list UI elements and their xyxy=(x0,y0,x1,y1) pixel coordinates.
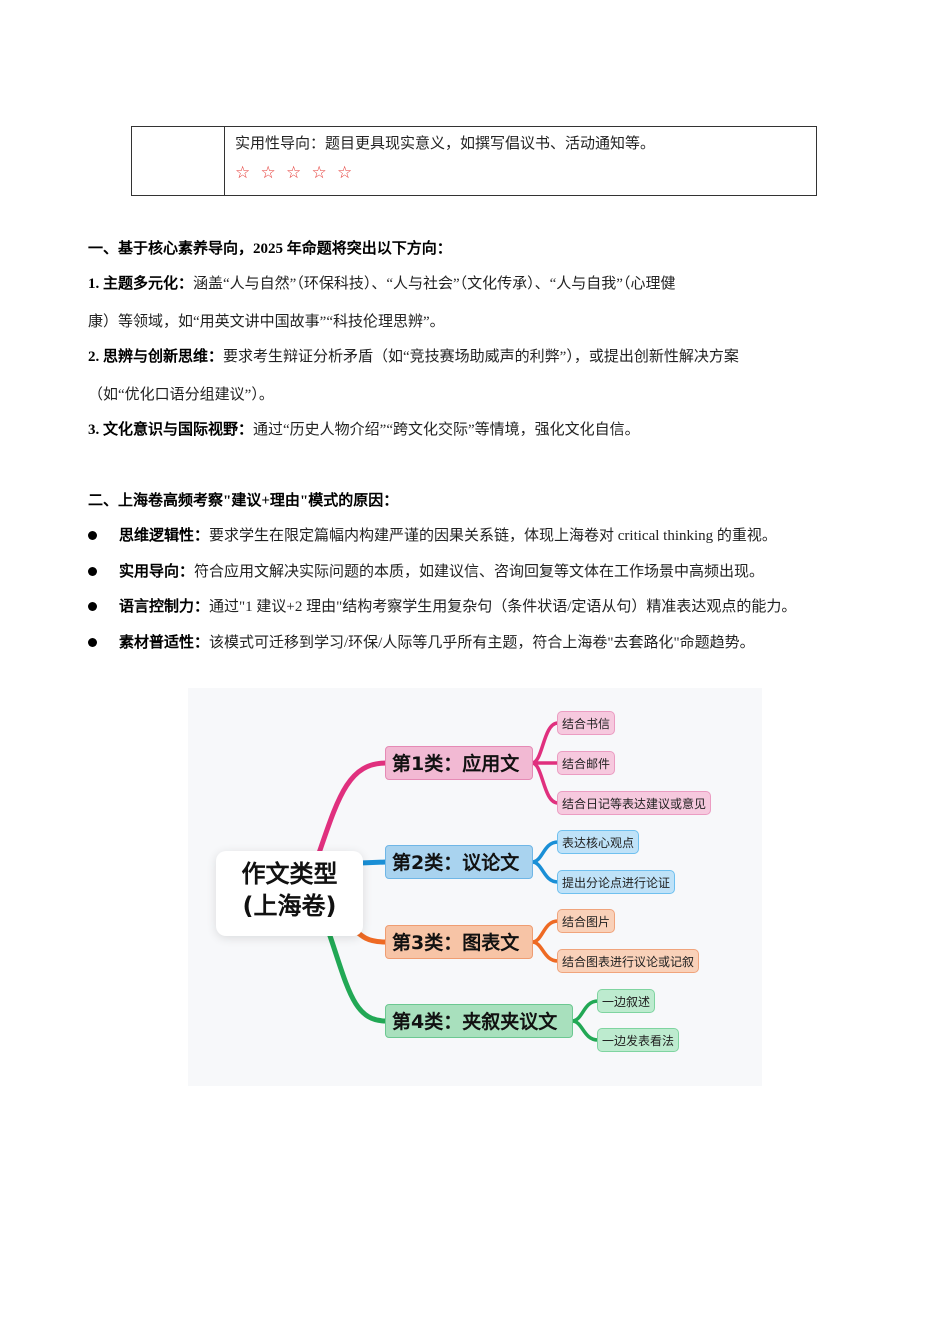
item-label: 1. 主题多元化： xyxy=(88,276,194,292)
root-title: 作文类型 xyxy=(241,860,338,888)
star-rating-icon: ☆ ☆ ☆ ☆ ☆ xyxy=(235,163,356,182)
leaf-node: 结合书信 xyxy=(557,711,616,735)
leaf-node: 结合日记等表达建议或意见 xyxy=(557,791,712,815)
item-text: 通过“历史人物介绍”“跨文化交际”等情境，强化文化自信。 xyxy=(253,422,640,438)
bullet-text: 符合应用文解决实际问题的本质，如建议信、咨询回复等文体在工作场景中高频出现。 xyxy=(194,564,765,580)
criteria-table-fragment: 实用性导向：题目更具现实意义，如撰写倡议书、活动通知等。 ☆ ☆ ☆ ☆ ☆ xyxy=(131,126,817,196)
section1-item-2-line1: 2. 思辨与创新思维：要求考生辩证分析矛盾（如“竞技赛场助威声的利弊”），或提出… xyxy=(88,345,739,366)
bullet-dot-icon xyxy=(88,531,97,541)
leaf-node: 提出分论点进行论证 xyxy=(557,870,676,894)
item-label: 2. 思辨与创新思维： xyxy=(88,349,224,365)
bullet-text: 要求学生在限定篇幅内构建严谨的因果关系链，体现上海卷对 critical thi… xyxy=(209,528,777,544)
practicality-orientation-text: 实用性导向：题目更具现实意义，如撰写倡议书、活动通知等。 xyxy=(235,136,656,152)
leaf-node: 表达核心观点 xyxy=(557,830,640,854)
item-text: 要求考生辩证分析矛盾（如“竞技赛场助威声的利弊”），或提出创新性解决方案 xyxy=(223,349,739,365)
leaf-node: 一边发表看法 xyxy=(597,1028,680,1052)
section2-heading: 二、上海卷高频考察"建议+理由"模式的原因： xyxy=(88,493,399,509)
section1-item-1-line2: 康）等领域，如“用英文讲中国故事”“科技伦理思辨”。 xyxy=(88,314,445,330)
bullet-text: 通过"1 建议+2 理由"结构考察学生用复杂句（条件状语/定语从句）精准表达观点… xyxy=(209,599,797,615)
leaf-node: 一边叙述 xyxy=(597,989,656,1013)
bullet-label: 素材普适性： xyxy=(119,635,210,651)
item-text: 涵盖“人与自然”（环保科技）、“人与社会”（文化传承）、“人与自我”（心理健 xyxy=(193,276,676,292)
leaf-node: 结合邮件 xyxy=(557,751,616,775)
bullet-label: 思维逻辑性： xyxy=(119,528,210,544)
mindmap-root-node: 作文类型 (上海卷) xyxy=(216,851,363,936)
bullet-label: 语言控制力： xyxy=(119,599,210,615)
table-empty-cell xyxy=(132,127,225,195)
bullet-dot-icon xyxy=(88,567,97,577)
bullet-dot-icon xyxy=(88,638,97,648)
bullet-dot-icon xyxy=(88,602,97,612)
leaf-node: 结合图片 xyxy=(557,909,616,933)
category-node-narrative-argument: 第4类：夹叙夹议文 xyxy=(385,1004,573,1038)
section1-heading: 一、基于核心素养导向，2025 年命题将突出以下方向： xyxy=(88,241,452,257)
bullet-item: 实用导向：符合应用文解决实际问题的本质，如建议信、咨询回复等文体在工作场景中高频… xyxy=(88,560,764,581)
leaf-node: 结合图表进行议论或记叙 xyxy=(557,949,700,973)
category-node-argumentative: 第2类：议论文 xyxy=(385,845,533,879)
section1-item-1-line1: 1. 主题多元化：涵盖“人与自然”（环保科技）、“人与社会”（文化传承）、“人与… xyxy=(88,272,675,293)
root-subtitle: (上海卷) xyxy=(242,892,337,920)
bullet-label: 实用导向： xyxy=(119,564,195,580)
bullet-item: 思维逻辑性：要求学生在限定篇幅内构建严谨的因果关系链，体现上海卷对 critic… xyxy=(88,524,777,545)
section1-item-2-line2: （如“优化口语分组建议”）。 xyxy=(88,387,274,403)
section1-item-3: 3. 文化意识与国际视野：通过“历史人物介绍”“跨文化交际”等情境，强化文化自信… xyxy=(88,418,640,439)
item-label: 3. 文化意识与国际视野： xyxy=(88,422,254,438)
category-node-chart-writing: 第3类：图表文 xyxy=(385,925,533,959)
bullet-item: 素材普适性：该模式可迁移到学习/环保/人际等几乎所有主题，符合上海卷"去套路化"… xyxy=(88,631,755,652)
bullet-text: 该模式可迁移到学习/环保/人际等几乎所有主题，符合上海卷"去套路化"命题趋势。 xyxy=(209,635,755,651)
table-content-cell: 实用性导向：题目更具现实意义，如撰写倡议书、活动通知等。 ☆ ☆ ☆ ☆ ☆ xyxy=(225,127,816,195)
category-node-applied-writing: 第1类：应用文 xyxy=(385,746,533,780)
bullet-item: 语言控制力：通过"1 建议+2 理由"结构考察学生用复杂句（条件状语/定语从句）… xyxy=(88,595,796,616)
essay-type-mindmap: 作文类型 (上海卷) 第1类：应用文 结合书信 结合邮件 结合日记等表达建议或意… xyxy=(188,688,762,1086)
